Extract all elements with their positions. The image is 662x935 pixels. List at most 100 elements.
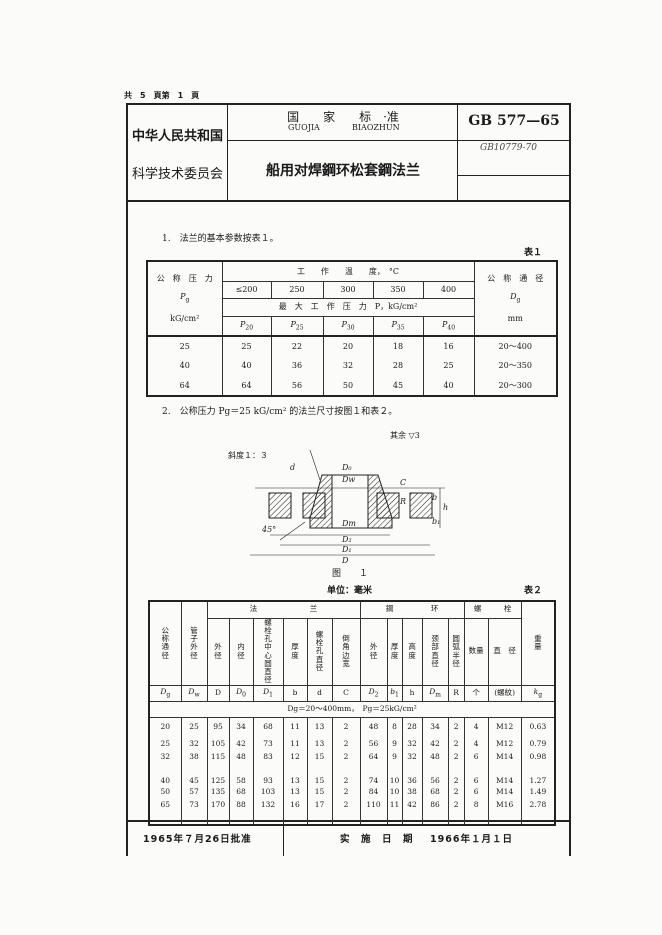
col-header: 高 度 [401,617,423,686]
table-cell: 50 [148,785,182,799]
table-cell: 86 [421,798,449,812]
table-cell: 2 [331,763,361,786]
table-2: 公称通径 管子外径 法 兰 鋼 环 螺 栓 重 量 外 径内 径螺栓孔中心圆直径… [148,600,557,827]
table-cell: 2 [447,737,465,751]
standard-code: GB 577—65 [468,113,560,129]
col-symbol: R [447,684,465,702]
surface-note: 其余 ▽3 [390,431,420,440]
table-cell: 64 [146,376,223,396]
table-cell: 13 [282,785,308,799]
table-cell: 8 [463,798,489,812]
table-cell: 115 [206,750,230,764]
flange-section-right [409,492,433,519]
label-Dw: Dw [341,475,355,484]
standard-label: 国 家 标 ·准 [287,110,399,124]
table-cell: 58 [228,763,254,786]
table-cell: 18 [372,336,424,356]
col-symbol: D2 [359,684,388,702]
table-cell: 2 [331,785,361,799]
table-cell: 25 [146,336,223,356]
table-cell: 42 [228,737,254,751]
table-cell: 36 [270,356,324,376]
label-angle: 45° [261,525,276,534]
table-cell: 28 [401,717,423,738]
table-cell: 125 [206,763,230,786]
table-cell: 95 [206,717,230,738]
col-header: 管子外径 [180,600,208,686]
table-cell: M12 [487,717,522,738]
section-1: 1. 法兰的基本参数按表１。 [162,234,279,244]
temp-cell: 400 [422,280,475,299]
col-symbol: (螺紋) [487,684,522,702]
group-ring: 鋼 环 [359,600,465,619]
table-cell: 93 [252,763,284,786]
table-cell: 32 [148,750,182,764]
label-D2: D₂ [341,535,352,544]
col-symbol: Dw [180,684,208,702]
col-header: 外 径 [206,617,230,686]
table-cell: 32 [401,737,423,751]
temp-cell: 300 [322,280,374,299]
table-cell: 110 [359,798,388,812]
table-cell: 16 [282,798,308,812]
col-symbol: Dm [421,684,449,702]
table-cell: 4 [463,737,489,751]
table-cell: 38 [401,785,423,799]
table-cell: 40 [148,763,182,786]
table-cell: M14 [487,750,522,764]
table-cell: 74 [359,763,388,786]
table-cell: 11 [282,717,308,738]
flange-section-left [268,492,292,519]
table-cell: 15 [306,785,333,799]
col-symbol: 个 [463,684,489,702]
temp-cell: 350 [372,280,424,299]
col-header: 数量 [463,617,489,686]
table-cell: 9 [386,750,403,764]
col-header: 螺栓孔中心圆直径 [252,617,284,686]
table-cell: 40 [422,376,475,396]
table-cell: 45 [372,376,424,396]
table-cell: 11 [386,798,403,812]
table-cell: 13 [282,763,308,786]
col-symbol: b [282,684,308,702]
group-bolt: 螺 栓 [463,600,522,619]
table-cell: 1.27 [520,763,556,786]
table-cell: 105 [206,737,230,751]
table-cell: 68 [228,785,254,799]
table-cell: 32 [180,737,208,751]
figure-caption: 图 １ [331,569,368,579]
col-header: 公称通径 [148,600,182,686]
table-cell: 48 [359,717,388,738]
table-cell: 83 [252,750,284,764]
table-cell: 20 [322,336,374,356]
temp-cell: 250 [270,280,324,299]
col-symbol: b1 [386,684,403,702]
col-header: 厚 度 [386,617,406,686]
table-cell: 10 [386,763,403,786]
table-cell: 20 [148,717,182,738]
country-name: 中华人民共和国 [132,129,224,144]
table-cell: 40 [146,356,223,376]
table-cell: 42 [401,798,423,812]
unit-label: 单位：毫米 [327,586,373,596]
approval-date: 1965年７月26日批准 [143,834,252,845]
table-cell: 34 [228,717,254,738]
table-cell: 0.98 [520,750,556,764]
col-header: 内 径 [228,617,254,686]
table1-caption: 表１ [524,248,543,258]
col-header: 直 径 [487,617,522,686]
table-cell: 2 [331,737,361,751]
p-symbol: P40 [422,315,475,337]
table-cell: 17 [306,798,333,812]
table-cell: M12 [487,737,522,751]
table-cell: 2 [447,763,465,786]
table-cell: 20～300 [473,376,558,396]
col-header: 外 径 [359,617,388,686]
table-cell: 84 [359,785,388,799]
table-cell: 2 [331,798,361,812]
